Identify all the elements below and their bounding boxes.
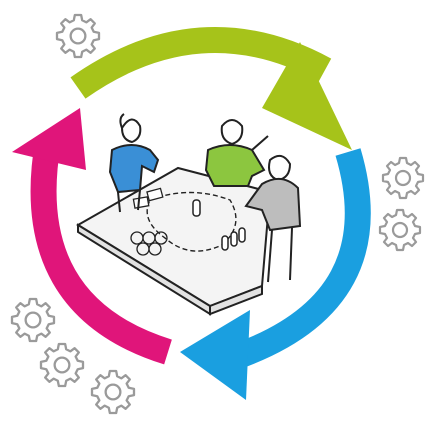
woman-blue-shirt-icon xyxy=(108,113,160,213)
gear-icon xyxy=(381,156,425,200)
gear-icon xyxy=(55,13,101,59)
gear-icon xyxy=(10,297,56,343)
gear-icon xyxy=(90,369,136,415)
green-cycle-arrow xyxy=(70,27,352,150)
game-table xyxy=(76,166,272,316)
older-man-grey-shirt-icon xyxy=(244,154,302,283)
gear-icon xyxy=(39,342,85,388)
man-green-shirt-icon xyxy=(204,119,269,187)
blue-cycle-arrow xyxy=(180,148,371,400)
gear-icon xyxy=(378,208,422,252)
magenta-cycle-arrow xyxy=(12,108,172,365)
